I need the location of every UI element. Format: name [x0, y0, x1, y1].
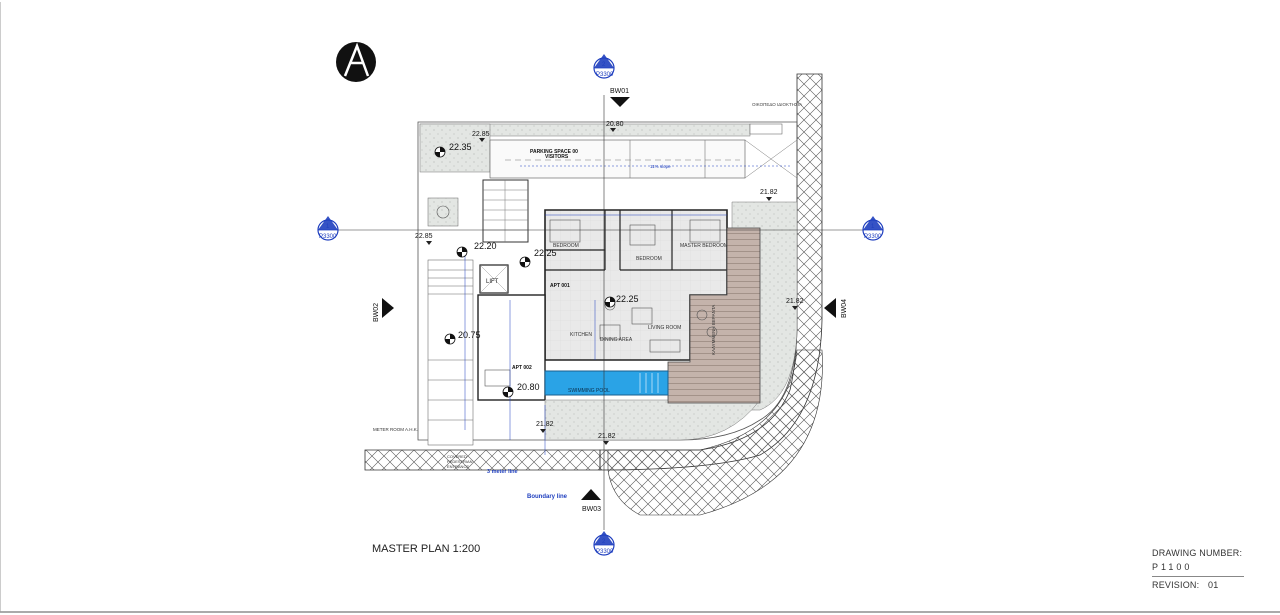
svg-text:BW03: BW03 — [582, 506, 601, 513]
covered-deck — [667, 227, 761, 404]
svg-text:P3300: P3300 — [319, 234, 337, 240]
plan-title: MASTER PLAN 1:200 — [372, 543, 481, 555]
stair-core — [482, 179, 529, 243]
left-strip — [427, 259, 474, 446]
pool-label: SWIMMING POOL — [568, 388, 610, 394]
revision-value: 01 — [1208, 580, 1219, 590]
kitchen-label: KITCHEN — [570, 332, 592, 338]
swimming-pool — [544, 370, 669, 396]
section-marker-left: 1 P3300 — [317, 216, 339, 241]
svg-text:1: 1 — [326, 224, 330, 230]
elevation-marker-bw03: BW03 — [581, 489, 601, 513]
pedestrian-label-3: ENTRANCE — [447, 464, 469, 469]
level-right-mid: 21.82 — [786, 298, 804, 305]
revision-label: REVISION: — [1152, 580, 1200, 590]
parking-label: PARKING SPACE 00 — [530, 149, 578, 155]
level-markers — [434, 146, 616, 398]
setback-label: 3 meter line — [487, 469, 518, 475]
meter-room-label: METER ROOM A.H.K. — [373, 427, 418, 432]
lawn-bottom — [544, 399, 761, 441]
svg-text:P3300: P3300 — [596, 72, 614, 78]
interior-walls — [545, 210, 727, 271]
elevation-marker-bw02: BW02 — [373, 298, 394, 322]
dining-label: DINING AREA — [600, 337, 633, 343]
section-marker-bottom: 2 P3300 — [593, 531, 615, 556]
svg-text:2: 2 — [602, 539, 606, 545]
revision-row: REVISION: 01 — [1152, 580, 1244, 590]
svg-text:P3300: P3300 — [864, 234, 882, 240]
svg-text:BW02: BW02 — [373, 303, 380, 322]
level-right-top: 21.82 — [760, 189, 778, 196]
elevation-marker-bw04: BW04 — [824, 298, 848, 318]
master-bedroom-label: MASTER BEDROOM — [680, 243, 728, 249]
svg-text:1: 1 — [871, 224, 875, 230]
title-block-divider — [1152, 576, 1244, 577]
living-label: LIVING ROOM — [648, 325, 681, 331]
level-top-road: 20.80 — [606, 121, 624, 128]
slope-label: 11% slope — [650, 164, 671, 169]
level-living: 22.25 — [616, 294, 639, 304]
lift-label: LIFT — [486, 279, 499, 285]
level-parking: 22.85 — [472, 131, 490, 138]
level-bottom-a: 21.82 — [536, 421, 554, 428]
deck-label: ΚΑΛΥΜΜΕΝΗ ΒΕΡΑΝΤΑ — [711, 305, 716, 355]
pedestrian-label: COVERED — [447, 454, 467, 459]
pavement-bottom-right — [607, 349, 823, 516]
svg-text:P3300: P3300 — [596, 549, 614, 555]
section-lines — [320, 95, 870, 530]
top-right-note: ΟΙΚΟΠΕΔΟ ΙΔΙΟΚΤΗΣΙΑ — [752, 102, 802, 107]
title-block: DRAWING NUMBER: P1100 REVISION: 01 — [1152, 548, 1244, 590]
level-left-low: 20.75 — [458, 330, 481, 340]
bedroom1-label: BEDROOM — [553, 243, 579, 249]
planting-box-left — [419, 123, 491, 173]
level-apt002: 20.80 — [517, 382, 540, 392]
parking-visitors: VISITORS — [545, 154, 569, 160]
svg-text:BW04: BW04 — [841, 299, 848, 318]
elevation-marker-bw01: BW01 — [610, 88, 630, 107]
dimension-lines — [464, 214, 727, 455]
svg-text:2: 2 — [602, 62, 606, 68]
level-stair: 22.20 — [474, 241, 497, 251]
apt001-label: APT 001 — [550, 283, 570, 289]
drawing-number: P1100 — [1152, 562, 1193, 572]
level-left-mid: 22.85 — [415, 233, 433, 240]
boundary-label: Boundary line — [527, 494, 568, 500]
building-apt002 — [477, 294, 546, 401]
pavement-bottom — [364, 449, 601, 471]
north-arrow-icon — [336, 42, 376, 82]
bedroom2-label: BEDROOM — [636, 256, 662, 262]
level-apt001: 22.25 — [534, 248, 557, 258]
parking-area — [489, 139, 746, 179]
level-bottom-b: 21.82 — [598, 433, 616, 440]
section-marker-right: 1 P3300 — [862, 216, 884, 241]
svg-text:BW01: BW01 — [610, 88, 629, 95]
apt002-label: APT 002 — [512, 365, 532, 371]
section-marker-top: 2 P3300 — [593, 54, 615, 79]
tree-planter — [427, 197, 459, 227]
level-parking-mark: 22.35 — [449, 142, 472, 152]
left-steps — [428, 269, 473, 421]
pedestrian-label-2: PEDESTRIAN — [447, 459, 473, 464]
drawing-number-label: DRAWING NUMBER: — [1152, 548, 1243, 558]
level-triangles — [426, 128, 798, 445]
